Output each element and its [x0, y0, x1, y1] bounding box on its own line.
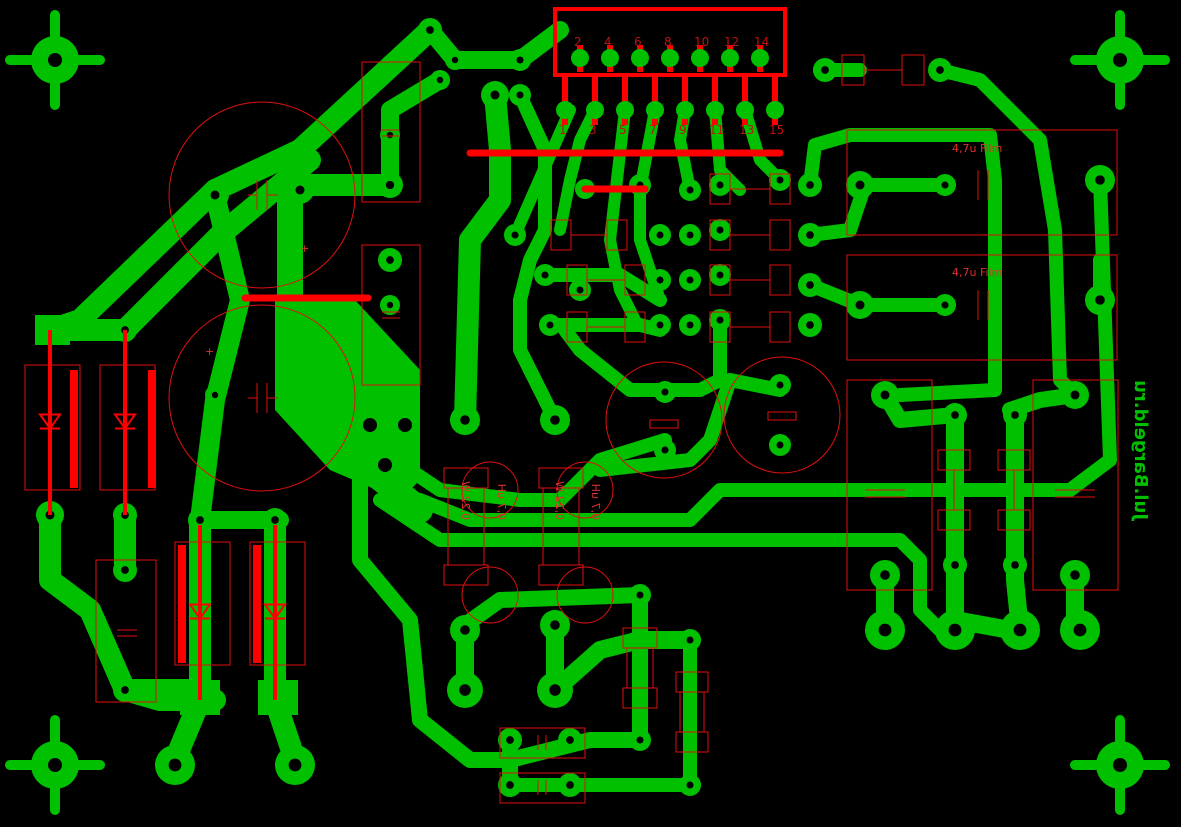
- resistor-body: [622, 627, 658, 649]
- cap-film-label-2: 4,7u Film: [952, 266, 1002, 279]
- connector-pin-label: 11: [709, 123, 724, 137]
- inductor-label-2: 0,7 uH: [589, 484, 602, 520]
- connector-pin-label: 1: [559, 123, 567, 137]
- resistor-body: [622, 687, 658, 709]
- text-labels: 4,7u Film 4,7u Film 0,22 W 0,7 uH 0,22 W…: [459, 142, 1151, 522]
- silkscreen: + +: [24, 54, 1119, 804]
- heatsink-pad: [275, 300, 420, 500]
- resistor-body: [443, 467, 489, 489]
- copper-pads: [5, 10, 1170, 815]
- electrolytic-cap-outline: [168, 304, 356, 492]
- svg-text:+: +: [205, 345, 214, 358]
- connector-pin-label: 10: [694, 35, 709, 49]
- resistor-body: [675, 731, 709, 753]
- resistor-label-2: 0,22 W: [553, 481, 566, 520]
- diode-symbol: [38, 413, 62, 431]
- diode-cathode-bar: [148, 370, 156, 488]
- connector-pin-label: 9: [679, 123, 687, 137]
- connector-pin-label: 7: [649, 123, 657, 137]
- resistor-body: [538, 564, 584, 586]
- credit-label: Jul.Bargeld.ru: [1130, 380, 1151, 522]
- resistor-body: [675, 671, 709, 693]
- mounting-hole-bl: [5, 715, 105, 815]
- resistor-body: [901, 54, 925, 86]
- connector-pin-label: 3: [589, 123, 597, 137]
- connector-pin-label: 5: [619, 123, 627, 137]
- resistor-body: [538, 467, 584, 489]
- square-pad: [35, 315, 70, 345]
- connector-pin-label: 4: [604, 35, 612, 49]
- resistor-label-1: 0,22 W: [459, 481, 472, 520]
- cap-film-label-1: 4,7u Film: [952, 142, 1002, 155]
- resistor-body: [769, 219, 791, 251]
- diode-symbol: [263, 603, 287, 621]
- mounting-hole-br: [1070, 715, 1170, 815]
- diode-cathode-bar: [70, 370, 78, 488]
- connector-pin-label: 12: [724, 35, 739, 49]
- resistor-body: [443, 564, 489, 586]
- diode-symbol: [113, 413, 137, 431]
- connector-pin-label: 15: [769, 123, 784, 137]
- diode-cathode-bar: [253, 545, 261, 663]
- connector-pin-label: 6: [634, 35, 642, 49]
- diode-symbol: [188, 603, 212, 621]
- connector-pin-label: 8: [664, 35, 672, 49]
- mounting-hole-tr: [1070, 10, 1170, 110]
- connector-pin-label: 2: [574, 35, 582, 49]
- inductor-label-1: 0,7 uH: [495, 484, 508, 520]
- mounting-hole-tl: [5, 10, 105, 110]
- svg-text:+: +: [300, 242, 309, 255]
- electrolytic-cap-outline: [168, 101, 356, 289]
- jumpers: [241, 149, 784, 302]
- connector-pin-label: 13: [739, 123, 754, 137]
- resistor-body: [769, 311, 791, 343]
- connector-outline: [553, 7, 787, 77]
- resistor-body: [769, 264, 791, 296]
- connector-pin-label: 14: [754, 35, 769, 49]
- diode-cathode-bar: [178, 545, 186, 663]
